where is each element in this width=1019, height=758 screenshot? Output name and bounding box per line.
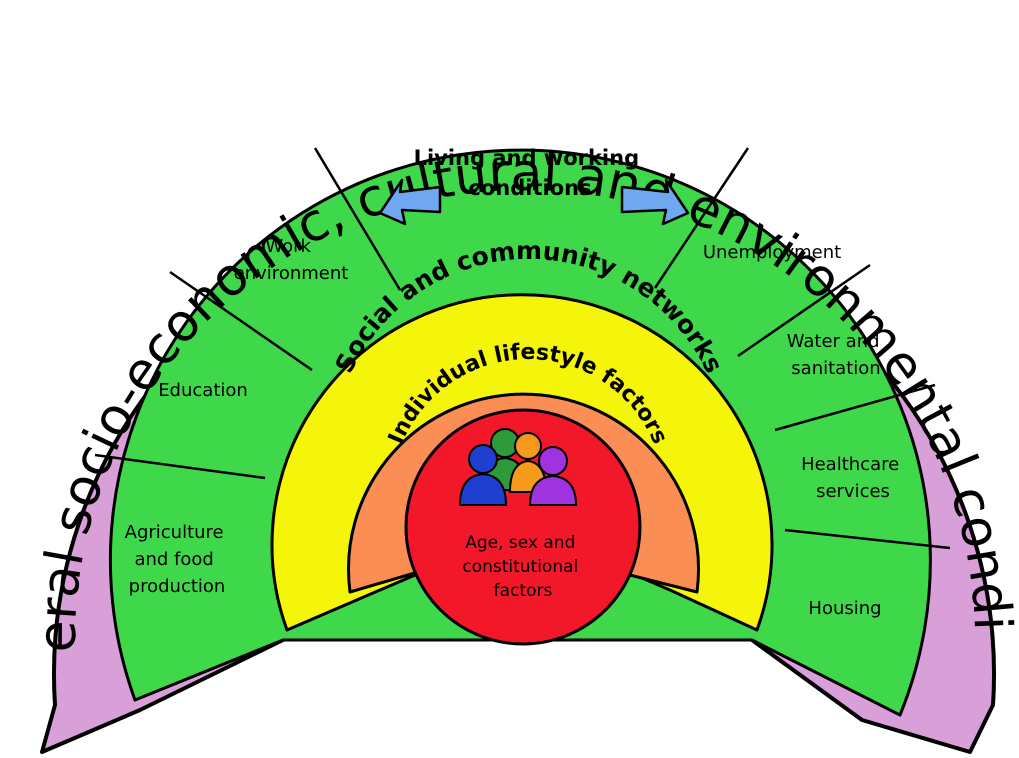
segment-healthcare: Healthcare services [801,454,905,502]
core-circle [404,408,642,646]
segment-water-sanitation: Water and sanitation [787,331,886,379]
segment-agriculture: Agriculture and food production [125,522,230,597]
living-conditions-title: Living and working conditions [414,146,647,200]
segment-dividers [94,147,951,550]
segment-unemployment: Unemployment [703,242,841,263]
arrow-right-icon [620,178,690,226]
core-label: Age, sex and constitutional factors [462,533,583,601]
segment-education: Education [158,380,248,401]
arrow-left-icon [378,178,442,226]
segment-housing: Housing [808,598,881,619]
segment-work-environment: Work environment [234,236,349,284]
people-icon [458,428,578,506]
